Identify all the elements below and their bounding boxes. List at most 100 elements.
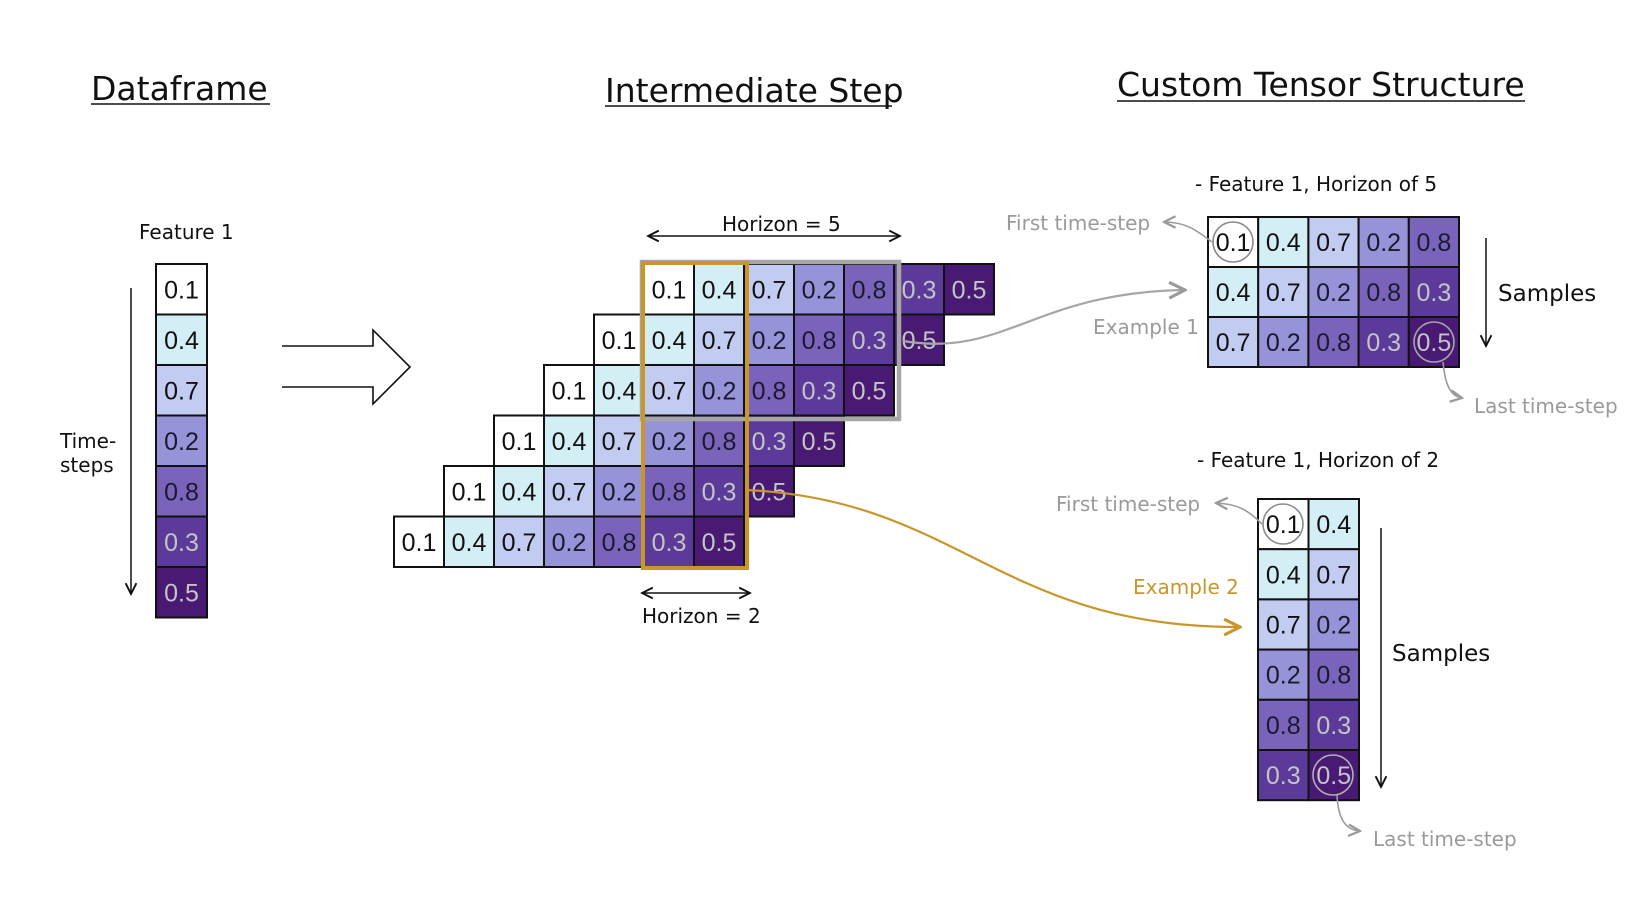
tensor1-first-pointer: [1164, 222, 1213, 243]
tensor1-cell-value: 0.7: [1316, 229, 1351, 257]
dataframe-cell: [155, 566, 208, 619]
staircase-cell: [493, 465, 545, 518]
staircase-cell: [793, 313, 845, 366]
tensor1-cell-value: 0.2: [1366, 229, 1401, 257]
tensor2-cell-value: 0.4: [1316, 511, 1351, 539]
dataframe-cell: [155, 313, 208, 366]
tensor1-cell: [1307, 216, 1360, 268]
tensor2-cell-value: 0.7: [1316, 561, 1351, 589]
tensor1-cell-value: 0.8: [1316, 329, 1351, 357]
staircase-cell-value: 0.7: [602, 428, 637, 456]
staircase-cell-value: 0.7: [502, 529, 537, 557]
staircase-cell: [593, 465, 645, 518]
tensor1-last-label: Last time-step: [1474, 394, 1618, 418]
tensor1-cell-value: 0.2: [1316, 279, 1351, 307]
tensor2-cell: [1257, 749, 1310, 802]
transform-arrow: [282, 328, 412, 406]
tensor1-cell-value: 0.7: [1266, 279, 1301, 307]
tensor2-cell-value: 0.8: [1266, 712, 1301, 740]
staircase-cell: [543, 515, 595, 568]
example2-connector: [746, 488, 1240, 627]
staircase-cell-value: 0.1: [502, 428, 537, 456]
tensor1-cell-value: 0.3: [1417, 279, 1452, 307]
tensor1-heading: - Feature 1, Horizon of 5: [1195, 172, 1437, 196]
staircase-cell-value: 0.4: [552, 428, 587, 456]
tensor1-cell: [1407, 266, 1461, 318]
dataframe-cell-value: 0.8: [164, 478, 199, 506]
tensor2-cell: [1257, 598, 1310, 651]
staircase-cell: [493, 515, 545, 568]
tensor2-cell: [1307, 598, 1360, 651]
dataframe-cell-value: 0.7: [164, 377, 199, 405]
staircase-cell-value: 0.4: [452, 529, 487, 557]
tensor1-cell: [1357, 316, 1410, 368]
staircase-cell-value: 0.2: [802, 276, 837, 304]
dataframe-column: 0.10.40.70.20.80.30.5: [155, 263, 208, 619]
example1-connector: [902, 290, 1185, 345]
dataframe-title: Dataframe: [91, 69, 268, 108]
staircase-cell: [843, 364, 895, 417]
intermediate-title: Intermediate Step: [605, 71, 904, 110]
tensor1-cell: [1207, 316, 1260, 368]
tensor2-cell-value: 0.3: [1316, 712, 1351, 740]
timesteps-label-line2: steps: [60, 453, 114, 477]
dataframe-cell-value: 0.2: [164, 428, 199, 456]
tensor1-cell-value: 0.4: [1266, 229, 1301, 257]
staircase-cell-value: 0.3: [752, 428, 787, 456]
staircase-cell-value: 0.3: [852, 327, 887, 355]
staircase-cell-value: 0.5: [702, 529, 737, 557]
tensor1-cell: [1407, 316, 1461, 368]
staircase-cell-value: 0.8: [652, 478, 687, 506]
tensor2-cell-value: 0.8: [1316, 662, 1351, 690]
staircase-cell-value: 0.4: [702, 276, 737, 304]
tensor2-cell-value: 0.4: [1266, 561, 1301, 589]
staircase-cell-value: 0.7: [752, 276, 787, 304]
tensor2-cell-value: 0.5: [1316, 762, 1351, 790]
staircase-cell-value: 0.3: [702, 478, 737, 506]
tensor1-first-label: First time-step: [1006, 211, 1150, 235]
staircase-cell-value: 0.7: [702, 327, 737, 355]
staircase-cell-value: 0.2: [702, 377, 737, 405]
horizon5-label: Horizon = 5: [722, 212, 841, 236]
tensor1-cell-value: 0.5: [1417, 329, 1452, 357]
tensor2-last-marker: [1312, 754, 1354, 796]
staircase-cell-value: 0.3: [902, 276, 937, 304]
staircase-cell: [743, 414, 795, 467]
staircase-cell-value: 0.1: [552, 377, 587, 405]
staircase-cell-value: 0.5: [802, 428, 837, 456]
tensor2-cell-value: 0.7: [1266, 612, 1301, 640]
tensor2-samples-label: Samples: [1392, 641, 1490, 667]
staircase-cell-value: 0.1: [452, 478, 487, 506]
dataframe-cell-value: 0.5: [164, 579, 199, 607]
timesteps-label-line1: Time-: [59, 429, 116, 453]
staircase-cell: [443, 515, 495, 568]
staircase-cell-value: 0.2: [752, 327, 787, 355]
staircase-cell-value: 0.3: [652, 529, 687, 557]
staircase-cell-value: 0.8: [702, 428, 737, 456]
tensor2-cell-value: 0.2: [1266, 662, 1301, 690]
staircase-cell-value: 0.7: [552, 478, 587, 506]
staircase-cell: [643, 414, 695, 467]
staircase-cell-value: 0.8: [852, 276, 887, 304]
staircase-cell: [793, 414, 845, 467]
example1-label: Example 1: [1093, 315, 1199, 339]
staircase-cell-value: 0.4: [652, 327, 687, 355]
tensor1-last-marker: [1413, 321, 1455, 363]
dataframe-cell: [155, 364, 208, 417]
tensor1-cell-value: 0.4: [1216, 279, 1251, 307]
staircase-cell: [943, 263, 995, 316]
staircase-cell-value: 0.7: [652, 377, 687, 405]
staircase-cell-value: 0.4: [502, 478, 537, 506]
tensor2-cell-value: 0.2: [1316, 612, 1351, 640]
tensor1-cell-value: 0.8: [1417, 229, 1452, 257]
dataframe-cell-value: 0.4: [164, 327, 199, 355]
staircase-cell-value: 0.3: [802, 377, 837, 405]
staircase-cell-value: 0.8: [602, 529, 637, 557]
tensor2-cell: [1257, 698, 1310, 751]
dataframe-cell: [155, 263, 208, 316]
tensor1-cell-value: 0.3: [1366, 329, 1401, 357]
tensor1-cell-value: 0.7: [1216, 329, 1251, 357]
